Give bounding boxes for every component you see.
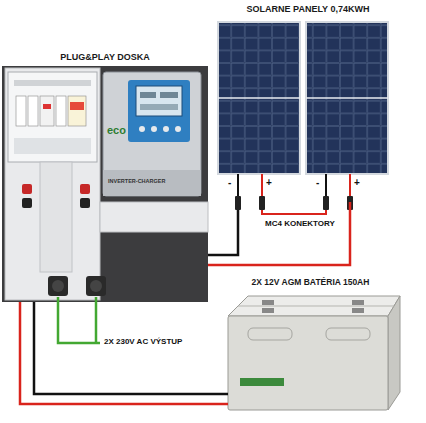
lcd-segment: [160, 92, 178, 98]
panels-heading: SOLARNE PANELY 0,74KWH: [213, 4, 403, 14]
breaker: [28, 96, 38, 126]
button: [175, 126, 181, 132]
panel-split: [218, 97, 300, 99]
solar-panels: SOLARNE PANELY 0,74KWH: [213, 2, 403, 202]
din-rail: [14, 80, 91, 86]
mc4-connector: [235, 196, 241, 210]
panel-lead: [237, 174, 239, 198]
solar-panel: [218, 22, 300, 174]
battery-top: [228, 296, 400, 316]
battery-heading: 2X 12V AGM BATÉRIA 150AH: [218, 278, 403, 288]
socket: [48, 276, 68, 296]
battery-handle: [248, 328, 292, 340]
breaker: [16, 96, 26, 126]
agm-batteries: 2X 12V AGM BATÉRIA 150AH: [218, 278, 403, 416]
connector-label: MC4 KONEKTORY: [265, 219, 335, 228]
board-heading: PLUG&PLAY DOSKA: [2, 52, 208, 62]
inverter-body: [103, 72, 201, 196]
ac-lead: [95, 297, 98, 343]
enclosure: [5, 68, 100, 300]
inverter-base: [103, 170, 201, 196]
battery-front: [228, 316, 388, 410]
mc4-connector: [323, 196, 329, 210]
battery-brand-mark: [240, 378, 284, 386]
terminal: [22, 198, 32, 208]
battery-side: [388, 296, 400, 410]
polarity-sign: +: [354, 177, 360, 189]
socket: [86, 276, 106, 296]
socket-face: [52, 280, 64, 292]
terminal: [22, 184, 32, 194]
cable-duct: [100, 202, 208, 232]
breaker: [40, 96, 54, 126]
board-backplate: [2, 66, 208, 302]
terminal: [80, 184, 90, 194]
terminal-rail: [14, 138, 91, 154]
panel-lead: [325, 174, 327, 198]
button: [163, 126, 169, 132]
brand-text: eco: [107, 124, 126, 137]
panel-lead: [349, 174, 351, 198]
solar-panel: [306, 22, 388, 174]
terminal: [80, 198, 90, 208]
red-wire: [20, 302, 218, 404]
battery-terminal: [352, 300, 364, 305]
device-label: INVERTER-CHARGER: [108, 178, 165, 184]
red-wire: [218, 403, 228, 406]
cable-duct: [40, 162, 72, 272]
red-wire: [208, 202, 350, 265]
ac-lead: [58, 297, 100, 343]
breaker-box: [8, 72, 97, 162]
polarity-sign: -: [228, 177, 231, 189]
battery-handle: [326, 328, 370, 340]
panel-lead: [261, 174, 263, 198]
series-wire: [262, 210, 326, 214]
polarity-sign: +: [266, 177, 272, 189]
battery-terminal: [352, 308, 364, 313]
lcd-segment: [140, 104, 178, 110]
polarity-sign: -: [316, 177, 319, 189]
display-panel: [128, 80, 190, 142]
black-wire: [34, 302, 228, 394]
socket-face: [90, 280, 102, 292]
inverter-charger: ecoINVERTER-CHARGER: [103, 72, 201, 196]
button: [151, 126, 157, 132]
battery-terminal: [262, 308, 274, 313]
lcd: [136, 86, 182, 116]
lcd-segment: [140, 92, 156, 98]
plug-and-play-board: PLUG&PLAY DOSKA ecoINVERTER-CHARGER: [2, 48, 208, 302]
black-wire: [208, 210, 238, 255]
button: [139, 126, 145, 132]
panel-split: [306, 97, 388, 99]
battery-seam: [238, 306, 394, 307]
breaker-toggle: [43, 104, 51, 109]
mc4-connector: [259, 196, 265, 210]
battery-terminal: [262, 300, 274, 305]
breaker: [56, 96, 66, 126]
breaker: [68, 96, 86, 126]
breaker-label: [70, 102, 84, 110]
output-label: 2X 230V AC VÝSTUP: [104, 337, 182, 346]
